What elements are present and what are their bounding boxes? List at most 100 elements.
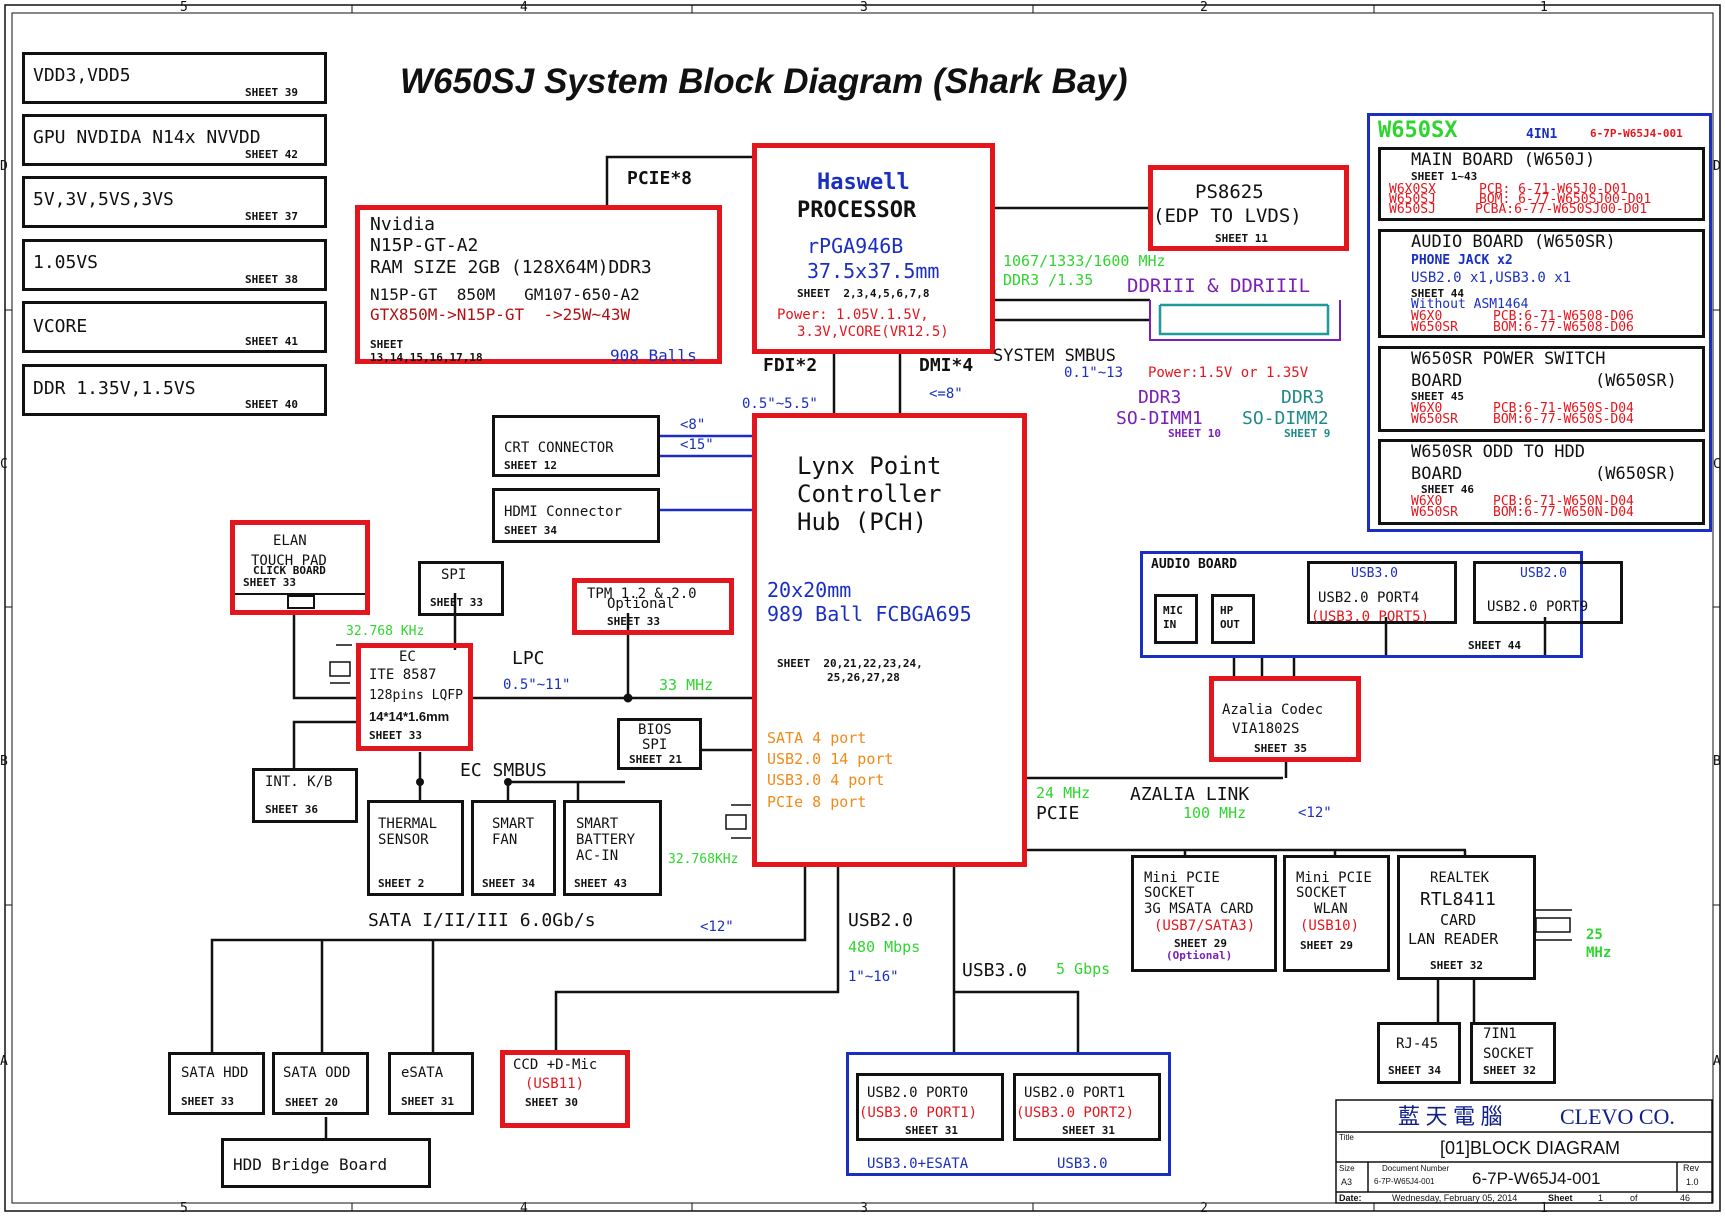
spi-block: SPI SHEET 33: [418, 561, 504, 616]
socket-7in1-block: 7IN1 SOCKET SHEET 32: [1470, 1022, 1556, 1084]
usb-port0-sheet: SHEET 31: [905, 1124, 958, 1137]
ccd-line1: CCD +D-Mic: [513, 1057, 598, 1073]
hdd-bridge-board-block: HDD Bridge Board: [221, 1138, 431, 1188]
hp-out-jack: HP OUT: [1211, 594, 1255, 644]
odd-entry-l1: W650SR ODD TO HDD: [1411, 442, 1585, 462]
usb2-speed: 480 Mbps: [848, 938, 921, 956]
lpc-length: 0.5"~11": [503, 677, 571, 693]
dimm1-label: SO-DIMM1: [1116, 408, 1203, 429]
main-board-bom: BOM: 6-77-W650SJ00-D01: [1479, 192, 1652, 207]
doc-number-small: 6-7P-W65J4-001: [1374, 1177, 1435, 1186]
realtek-sheet: SHEET 32: [1430, 959, 1483, 972]
odd-entry-l3: (W650SR): [1595, 464, 1677, 484]
sheet-of: of: [1630, 1193, 1638, 1203]
audio-entry-l2: PHONE JACK x2: [1411, 253, 1513, 268]
smart-fan-block: SMART FAN SHEET 34: [471, 800, 556, 896]
audio-entry-n1: W6X0: [1411, 309, 1443, 324]
realtek-line3: CARD: [1440, 911, 1477, 929]
elan-line1: ELAN: [273, 533, 307, 549]
ec-line4: 14*14*1.6mm: [369, 709, 450, 724]
bios-line2: SPI: [642, 737, 668, 753]
elan-touchpad-block: ELAN TOUCH PAD CLICK BOARD SHEET 33: [230, 520, 370, 615]
ps8625-line2: (EDP TO LVDS): [1153, 205, 1302, 227]
tpm-block: TPM 1.2 & 2.0 Optional SHEET 33: [572, 578, 734, 635]
mini-pcie-wlan-socket: Mini PCIE SOCKET WLAN (USB10) SHEET 29: [1283, 855, 1390, 972]
gpu-line5: GTX850M->N15P-GT ->25W~43W: [370, 305, 631, 324]
dimm1-sheet: SHEET 10: [1168, 427, 1221, 440]
ec-line1: EC: [399, 649, 416, 665]
ruler-right-c: C: [1713, 457, 1721, 472]
audio-usb3-caption: USB3.0: [1351, 566, 1398, 581]
pch-line2: Controller: [797, 480, 942, 508]
codec-line2: VIA1802S: [1232, 721, 1300, 737]
ps8625-line1: PS8625: [1195, 181, 1264, 203]
main-board-n1: W6X0SX: [1389, 182, 1436, 197]
size-label: Size: [1339, 1164, 1355, 1173]
ec-block: EC ITE 8587 128pins LQFP 14*14*1.6mm SHE…: [356, 643, 473, 751]
audio-usb3-port: USB2.0 PORT4 (USB3.0 PORT5): [1307, 561, 1457, 624]
power-block-gpu: GPU NVDIDA N14x NVVDD SHEET 42: [22, 114, 327, 166]
usb-port0-line1: USB2.0 PORT0: [867, 1085, 969, 1101]
pch-line3: Hub (PCH): [797, 508, 928, 536]
ruler-top-5: 5: [180, 0, 188, 15]
crt-connector-block: CRT CONNECTOR SHEET 12: [492, 415, 660, 477]
gpu-block: Nvidia N15P-GT-A2 RAM SIZE 2GB (128X64M)…: [355, 205, 722, 364]
mem-distance: 0.1"~13: [1064, 365, 1124, 381]
elan-line2: TOUCH PAD: [251, 553, 327, 569]
int-kb-block: INT. K/B SHEET 36: [252, 768, 358, 823]
crt-length2: <15": [680, 437, 714, 453]
hp-label: HP: [1220, 604, 1234, 617]
realtek-crystal-unit: MHz: [1586, 945, 1612, 961]
ec-crystal-freq: 32.768 KHz: [346, 624, 425, 639]
mic-label2: IN: [1163, 618, 1177, 631]
sata-odd-block: SATA ODD SHEET 20: [272, 1052, 369, 1115]
ruler-right-d: D: [1713, 159, 1721, 174]
audio-board-label: AUDIO BOARD: [1151, 557, 1238, 572]
system-smbus-label: SYSTEM SMBUS: [993, 346, 1116, 366]
ruler-top-4: 4: [520, 0, 528, 15]
power-entry-pcb: PCB:6-71-W650S-D04: [1493, 401, 1634, 416]
pcie8-label: PCIE*8: [627, 168, 693, 189]
bios-spi-block: BIOS SPI SHEET 21: [617, 718, 702, 770]
power-block-5v-3v: 5V,3V,5VS,3VS SHEET 37: [22, 176, 327, 228]
audio-entry-title: AUDIO BOARD (W650SR): [1411, 232, 1616, 252]
cpu-line4: 37.5x37.5mm: [807, 259, 940, 283]
doc-number: 6-7P-W65J4-001: [1472, 1169, 1601, 1188]
date-label: Date:: [1339, 1193, 1362, 1203]
realtek-crystal-freq: 25: [1586, 927, 1603, 943]
mpcie2-line2: SOCKET: [1296, 885, 1347, 901]
sata-hdd-sheet: SHEET 33: [181, 1095, 234, 1108]
dmi-length: <=8": [929, 386, 963, 402]
audio-usb2-line1: USB2.0 PORT9: [1487, 599, 1589, 615]
rj45-block: RJ-45 SHEET 34: [1377, 1022, 1461, 1084]
mpcie1-line4: (USB7/SATA3): [1154, 918, 1256, 934]
pch-sheet2: 25,26,27,28: [827, 671, 900, 684]
socket7-line2: SOCKET: [1483, 1046, 1534, 1062]
sheet-total: 46: [1680, 1193, 1691, 1203]
ruler-bottom-3: 3: [860, 1201, 868, 1216]
audio-entry-pcb: PCB:6-71-W6508-D06: [1493, 309, 1634, 324]
dimm2-label: SO-DIMM2: [1242, 408, 1329, 429]
audio-usb3-line2: (USB3.0 PORT5): [1311, 609, 1430, 625]
ruler-top-1: 1: [1540, 0, 1548, 15]
audio-board-entry: AUDIO BOARD (W650SR) PHONE JACK x2 USB2.…: [1378, 229, 1705, 338]
fan-sheet: SHEET 34: [482, 877, 535, 890]
odd-entry-bom: BOM:6-77-W650N-D04: [1493, 505, 1634, 520]
power-block-label: GPU NVDIDA N14x NVVDD: [33, 127, 261, 148]
dmi-label: DMI*4: [919, 355, 974, 376]
sheet-title: [01]BLOCK DIAGRAM: [1440, 1138, 1621, 1158]
battery-line2: BATTERY: [576, 832, 636, 848]
w650sx-sub: 4IN1: [1526, 127, 1558, 142]
audio-usb3-line1: USB2.0 PORT4: [1318, 590, 1420, 606]
power-entry-l3: (W650SR): [1595, 371, 1677, 391]
hp-label2: OUT: [1220, 618, 1240, 631]
odd-entry-n2: W650SR: [1411, 505, 1458, 520]
battery-sheet: SHEET 43: [574, 877, 627, 890]
usb3-bus-label: USB3.0: [962, 960, 1028, 981]
gpu-sheet-label: SHEET: [370, 338, 404, 351]
ruler-left-c: C: [0, 457, 8, 472]
odd-hdd-board-entry: W650SR ODD TO HDD BOARD (W650SR) SHEET 4…: [1378, 439, 1705, 525]
mpcie2-line3: WLAN: [1314, 901, 1348, 917]
